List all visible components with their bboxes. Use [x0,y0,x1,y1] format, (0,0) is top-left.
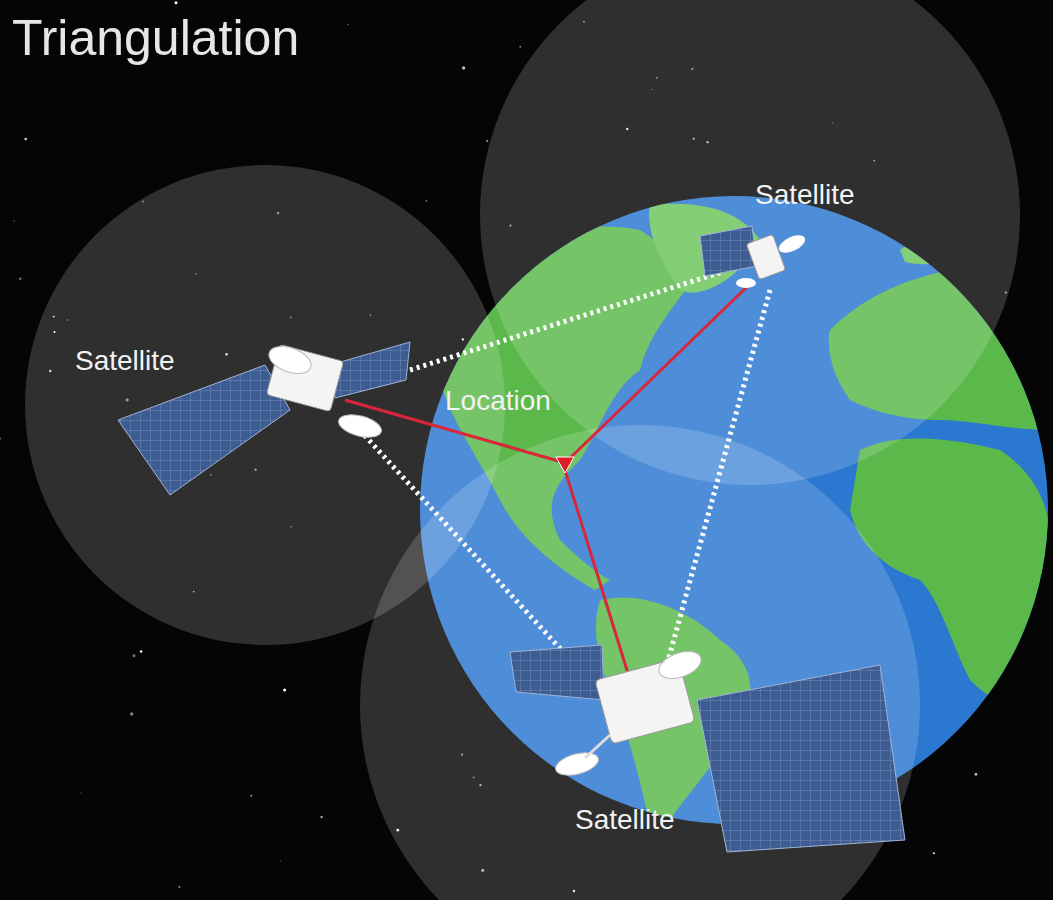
star [14,220,15,221]
star [486,140,488,142]
satellite-label: Satellite [575,803,675,837]
star [140,650,142,652]
star [130,712,133,715]
star [462,66,465,69]
star [81,792,82,793]
star [19,278,21,280]
satellite-icon [700,226,808,288]
location-label: Location [445,384,551,418]
star [175,1,178,4]
star [425,200,427,202]
satellite-icon [510,645,905,852]
satellite-links [355,272,770,705]
range-spheres [25,0,1020,900]
star [178,886,180,888]
star [519,46,521,48]
star [975,773,978,776]
range-lines [345,282,752,680]
diagram-title: Triangulation [12,8,299,68]
star [320,816,322,818]
star [24,138,27,141]
satellite-label: Satellite [755,178,855,212]
star [250,795,252,797]
satellite-label: Satellite [75,344,175,378]
star [283,688,286,691]
star [132,654,135,657]
star [0,437,1,439]
star [933,852,935,854]
location-marker [556,457,574,473]
star [280,860,281,861]
star [348,24,349,25]
